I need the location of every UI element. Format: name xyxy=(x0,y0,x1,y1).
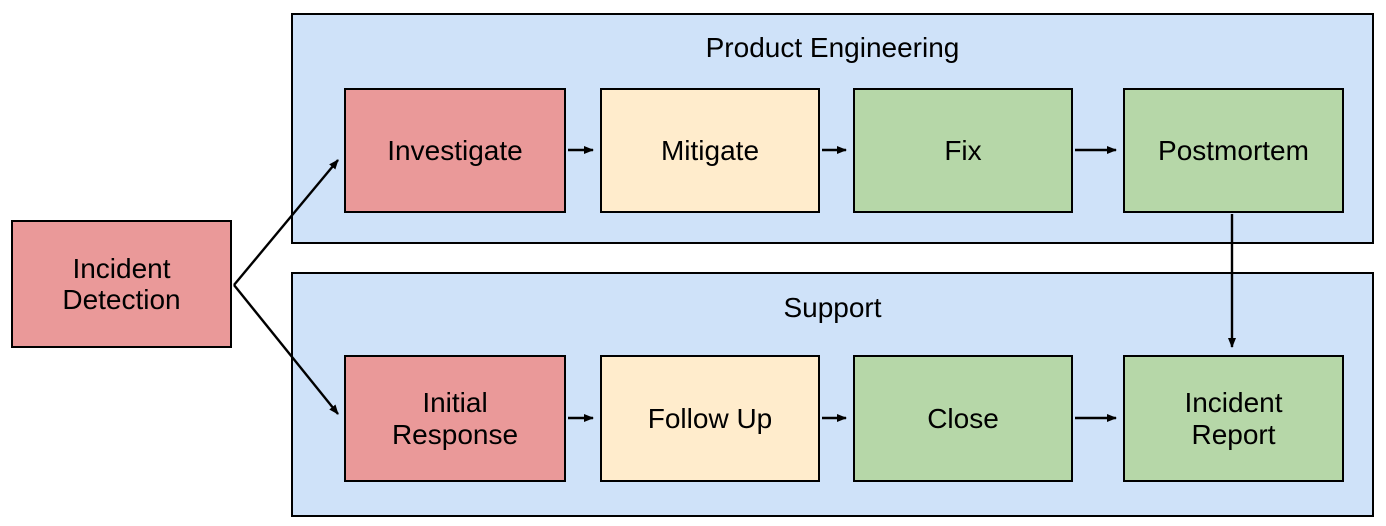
node-label: Investigate xyxy=(387,134,523,166)
node-label: Fix xyxy=(944,134,982,166)
node-investigate[interactable]: Investigate xyxy=(344,88,566,213)
node-label: Close xyxy=(927,402,999,434)
node-label: Incident Report xyxy=(1184,387,1283,450)
node-close[interactable]: Close xyxy=(853,355,1073,482)
node-mitigate[interactable]: Mitigate xyxy=(600,88,820,213)
swimlane-title-product-engineering: Product Engineering xyxy=(705,32,960,63)
node-follow-up[interactable]: Follow Up xyxy=(600,355,820,482)
node-incident-report[interactable]: Incident Report xyxy=(1123,355,1344,482)
node-postmortem[interactable]: Postmortem xyxy=(1123,88,1344,213)
node-label: Mitigate xyxy=(660,134,760,166)
node-label: Initial Response xyxy=(391,387,519,450)
node-label: Incident Detection xyxy=(62,252,181,315)
node-incident-detection[interactable]: Incident Detection xyxy=(11,220,232,348)
swimlane-title-support: Support xyxy=(783,292,882,323)
node-initial-response[interactable]: Initial Response xyxy=(344,355,566,482)
node-label: Follow Up xyxy=(647,402,773,434)
node-fix[interactable]: Fix xyxy=(853,88,1073,213)
node-label: Postmortem xyxy=(1158,134,1309,166)
